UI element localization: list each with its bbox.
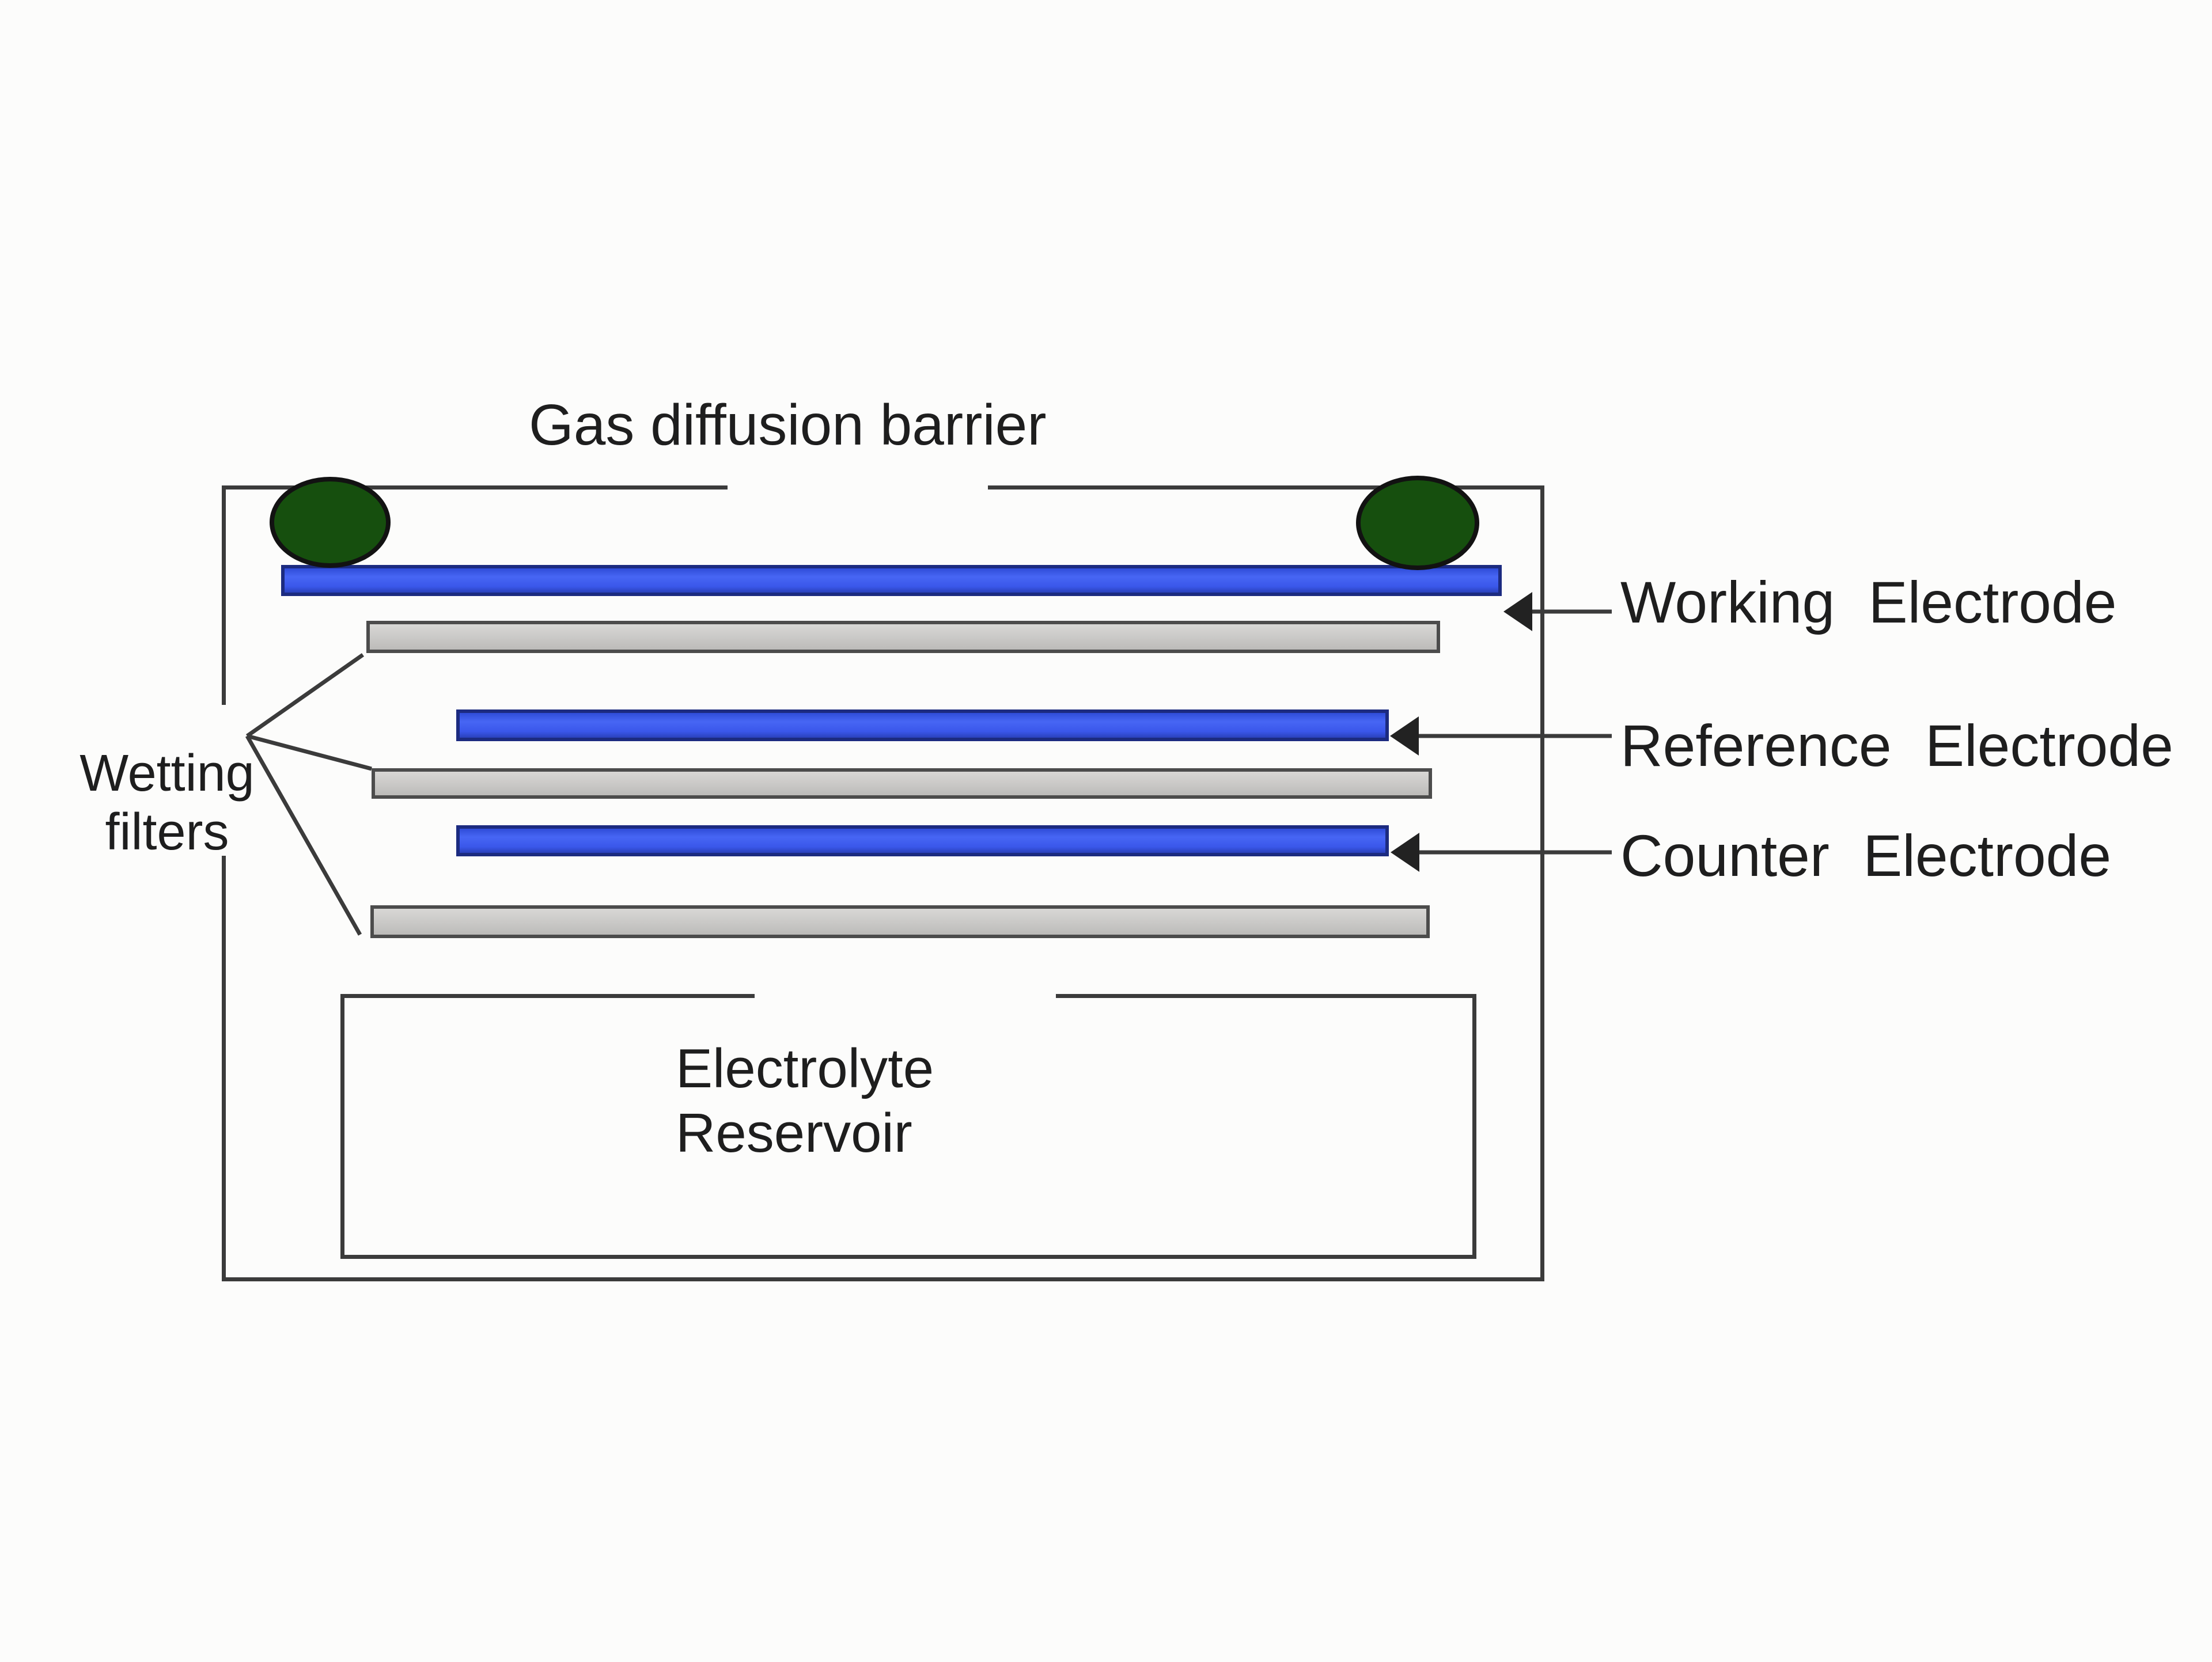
diagram-title: Gas diffusion barrier bbox=[529, 393, 1047, 457]
reference-electrode-strip bbox=[456, 709, 1389, 741]
reservoir-border-bottom-a bbox=[340, 1255, 900, 1259]
working-electrode-label: Working Electrode bbox=[1620, 570, 2117, 635]
reservoir-border-top-left bbox=[340, 994, 755, 998]
reservoir-border-right bbox=[1472, 994, 1476, 1259]
counter-electrode-label: Counter Electrode bbox=[1620, 823, 2112, 889]
housing-border-left-lower bbox=[222, 856, 226, 1281]
housing-border-bottom bbox=[222, 1277, 1544, 1281]
wetting-filter-strip-3 bbox=[370, 905, 1430, 938]
counter-electrode-strip bbox=[456, 825, 1389, 856]
reservoir-label: Electrolyte Reservoir bbox=[676, 1037, 934, 1166]
wetting-filter-strip-2 bbox=[372, 768, 1432, 799]
reference-electrode-label: Reference Electrode bbox=[1620, 713, 2173, 779]
reference-electrode-arrowhead-icon bbox=[1390, 716, 1419, 756]
wetting-pointer-line-1 bbox=[245, 653, 365, 738]
reservoir-border-top-right bbox=[1056, 994, 1476, 998]
working-electrode-arrowhead-icon bbox=[1503, 592, 1532, 631]
wetting-filters-label: Wetting filters bbox=[63, 745, 271, 862]
reservoir-label-line2: Reservoir bbox=[676, 1102, 912, 1164]
working-electrode-strip bbox=[281, 565, 1502, 596]
reservoir-border-left bbox=[340, 994, 344, 1259]
reservoir-label-line1: Electrolyte bbox=[676, 1038, 934, 1099]
reservoir-border-bottom-b bbox=[899, 1255, 1476, 1259]
housing-border-left-upper bbox=[222, 485, 226, 705]
housing-border-top-right bbox=[988, 485, 1544, 490]
wetting-filters-label-line1: Wetting bbox=[79, 745, 255, 802]
seal-ellipse-right bbox=[1356, 476, 1479, 570]
wetting-filters-label-line2: filters bbox=[105, 803, 229, 861]
seal-ellipse-left bbox=[270, 477, 391, 568]
housing-border-right bbox=[1540, 485, 1544, 1281]
counter-electrode-arrowhead-icon bbox=[1391, 833, 1419, 872]
housing-border-top-left bbox=[222, 485, 728, 490]
wetting-filter-strip-1 bbox=[366, 621, 1440, 653]
